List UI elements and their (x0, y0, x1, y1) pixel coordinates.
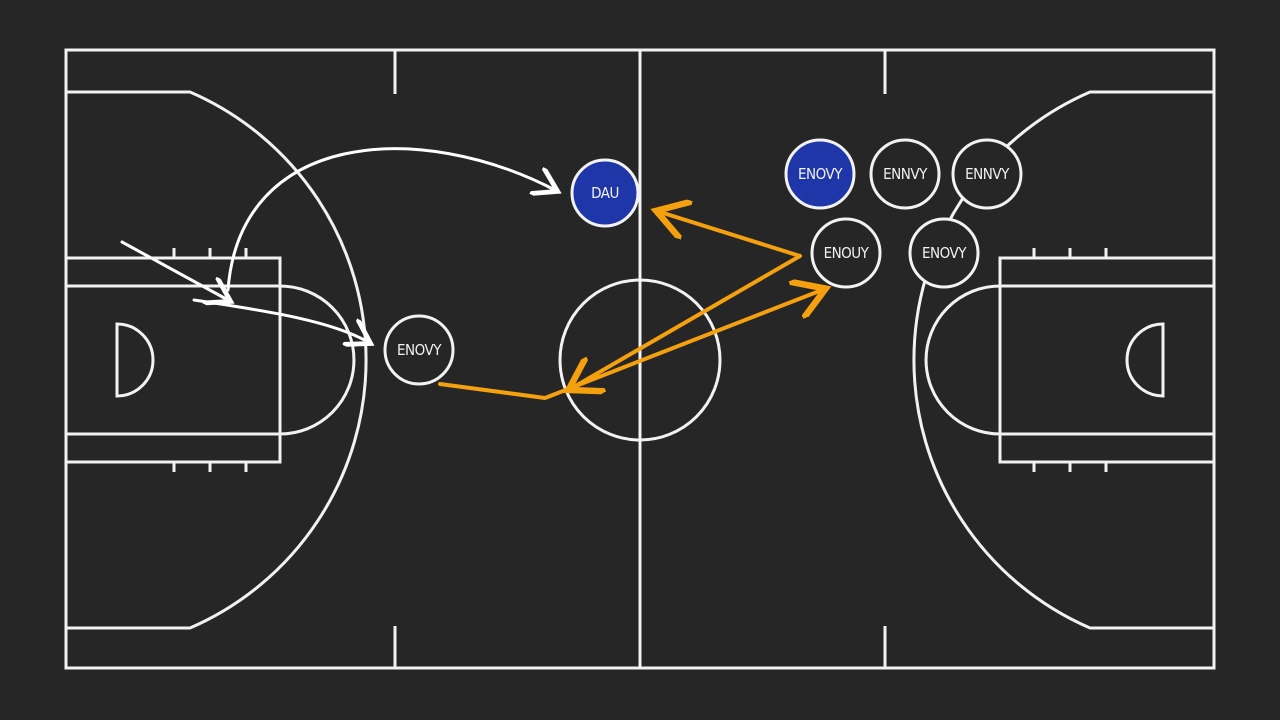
player-marker: ENNVY (869, 138, 941, 210)
paint-left (64, 256, 282, 464)
white-arrow-left-2 (192, 298, 368, 342)
white-arrow-top (226, 147, 555, 292)
player-label: ENNVY (965, 165, 1010, 183)
player-label: ENOUY (824, 244, 870, 262)
court-lines (64, 48, 1216, 670)
player-label: ENOVY (922, 244, 967, 262)
orange-pass-out (438, 290, 822, 400)
players: DAU ENOVY ENOVY ENNVY ENNVY ENOUY ENOVY (383, 138, 1023, 386)
player-marker: ENOVY (908, 217, 980, 289)
player-label: DAU (591, 184, 619, 202)
player-marker: ENOVY (383, 314, 455, 386)
player-label: ENOVY (397, 341, 442, 359)
three-point-arc-left (66, 90, 368, 630)
player-marker: ENOVY (784, 138, 856, 210)
player-label: ENOVY (798, 165, 843, 183)
three-point-arc-right (912, 90, 1214, 630)
player-label: ENNVY (883, 165, 928, 183)
player-marker: ENOUY (810, 217, 882, 289)
orange-pass-back (572, 254, 802, 388)
player-circle (570, 158, 640, 228)
rim-right (1125, 322, 1165, 398)
player-circle (383, 314, 455, 386)
player-circle (810, 217, 882, 289)
orange-pass-top (660, 212, 802, 258)
player-marker: DAU (570, 158, 640, 228)
movement-paths (120, 147, 555, 342)
white-arrow-left-1 (120, 240, 228, 300)
player-circle (784, 138, 856, 210)
free-throw-arc-right (924, 284, 1001, 436)
free-throw-arc-left (279, 284, 356, 436)
player-circle (951, 138, 1023, 210)
pass-paths (438, 212, 822, 400)
player-marker: ENNVY (951, 138, 1023, 210)
paint-right (998, 256, 1216, 464)
rim-left (115, 322, 155, 398)
center-circle (558, 278, 722, 442)
player-circle (908, 217, 980, 289)
player-circle (869, 138, 941, 210)
